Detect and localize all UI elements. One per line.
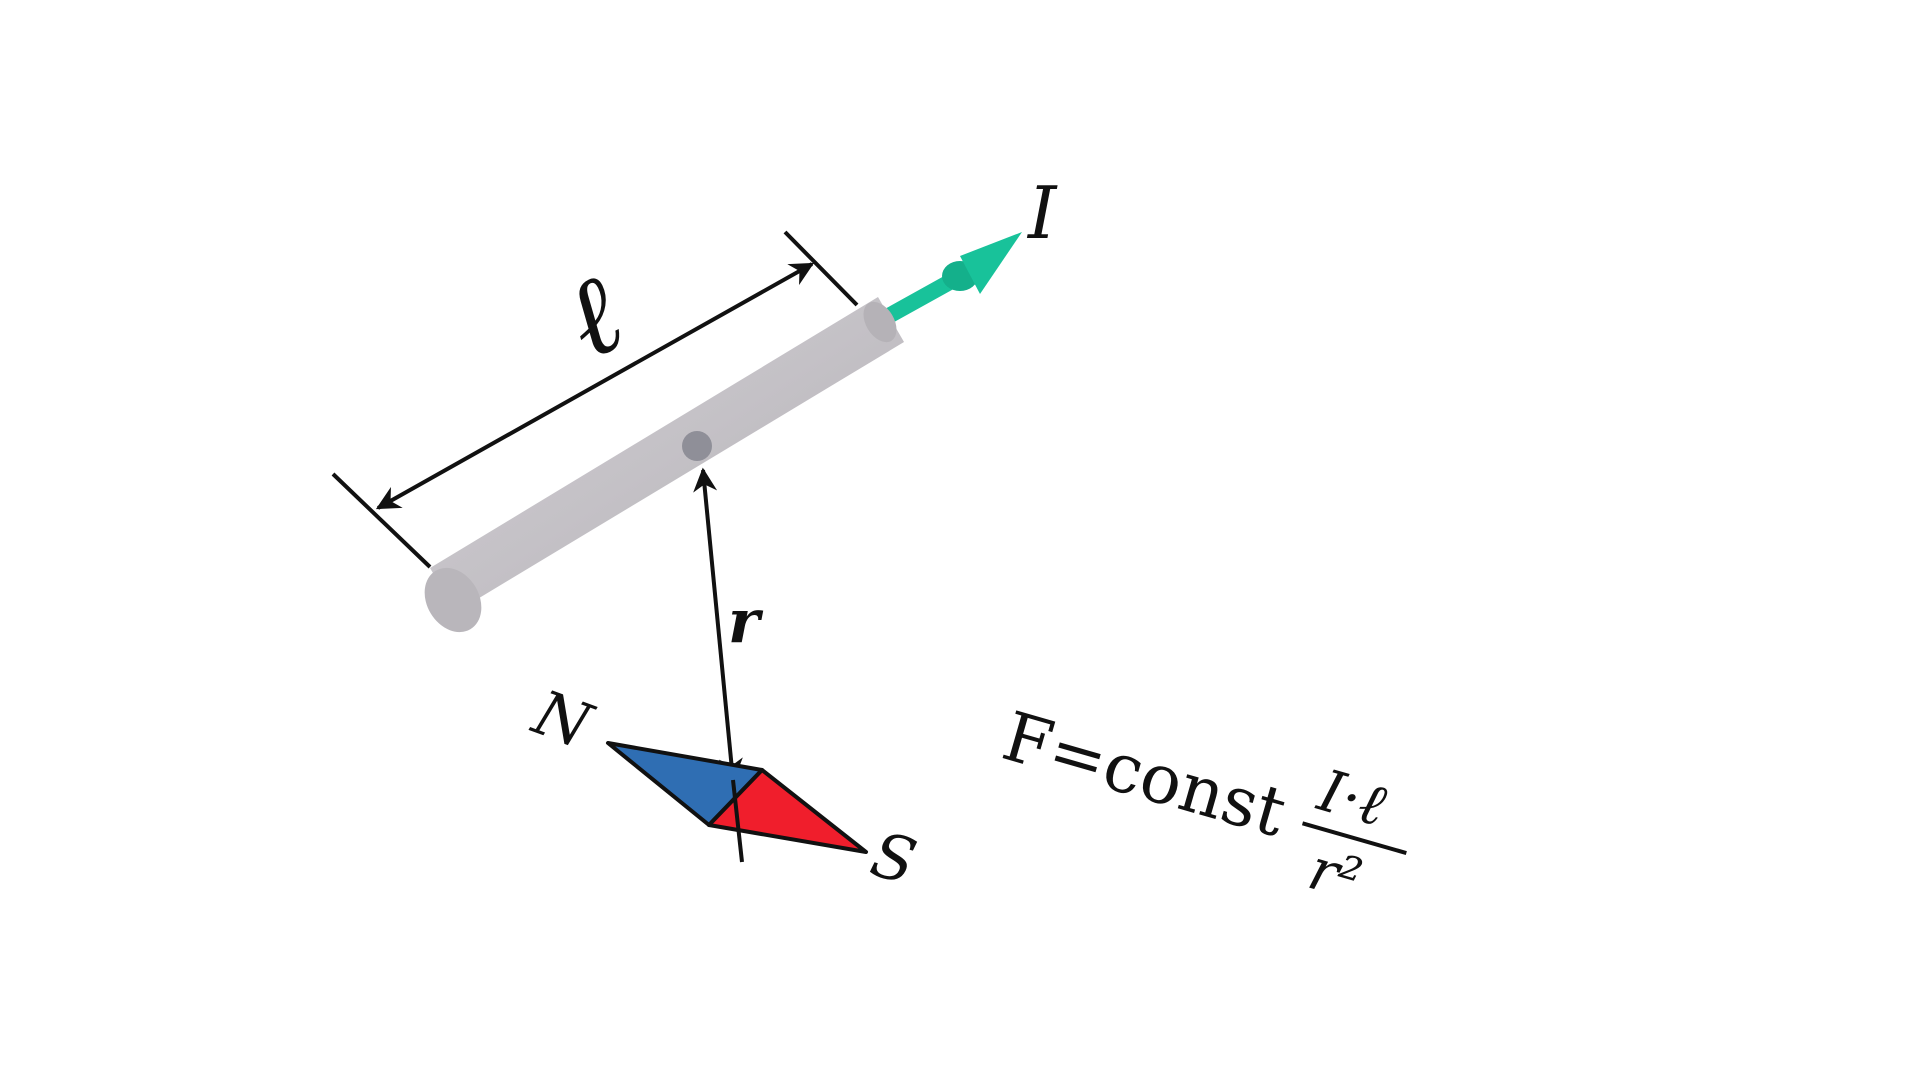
north-label: N bbox=[523, 675, 603, 764]
formula-denominator: r² bbox=[1301, 835, 1369, 914]
distance-arrow bbox=[693, 467, 743, 783]
current-arrow-head bbox=[960, 232, 1022, 294]
current-arrow bbox=[877, 232, 1022, 326]
wire-center-dot bbox=[682, 431, 712, 461]
distance-dimension bbox=[693, 467, 743, 783]
formula-fraction-bar bbox=[1301, 821, 1407, 855]
distance-label: r bbox=[728, 587, 764, 657]
compass-needle bbox=[606, 741, 868, 863]
length-label: ℓ bbox=[544, 249, 641, 384]
wire-end-near bbox=[424, 567, 482, 633]
wire-end-far bbox=[863, 301, 897, 343]
length-dimension bbox=[331, 230, 859, 569]
length-arrow bbox=[375, 262, 815, 510]
current-label: I bbox=[1026, 171, 1058, 255]
formula-lhs: F=const bbox=[994, 697, 1294, 853]
south-label: S bbox=[864, 817, 924, 899]
length-extension-left bbox=[331, 472, 432, 569]
wire-body bbox=[430, 297, 904, 612]
needle-pivot bbox=[731, 779, 744, 863]
formula: F=const I·ℓ r² bbox=[994, 697, 1407, 914]
length-extension-right bbox=[783, 230, 859, 307]
wire bbox=[424, 297, 904, 633]
